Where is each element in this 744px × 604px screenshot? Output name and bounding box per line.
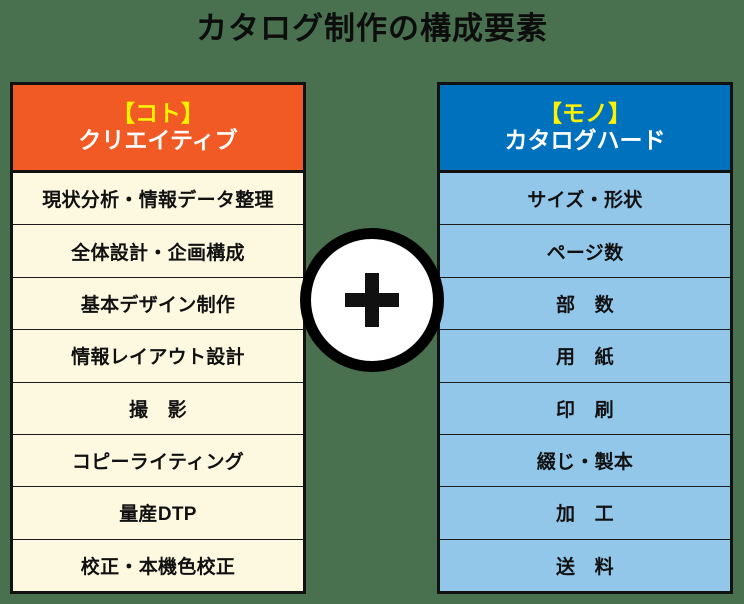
list-item[interactable]: 送 料 xyxy=(556,556,614,578)
list-item[interactable]: コピーライティング xyxy=(13,435,303,488)
page-title: カタログ制作の構成要素 xyxy=(196,11,548,46)
column-koto-tag: 【コト】 xyxy=(112,100,204,127)
list-item[interactable]: 全体設計・企画構成 xyxy=(13,225,303,278)
list-item[interactable]: 校正・本機色校正 xyxy=(80,556,236,578)
column-mono: 【モノ】 カタログハード サイズ・形状 ページ数 部 数 用 紙 印 刷 綴じ・… xyxy=(437,82,733,594)
list-item[interactable]: 情報レイアウト設計 xyxy=(13,330,303,383)
column-mono-rows: サイズ・形状 ページ数 部 数 用 紙 印 刷 綴じ・製本 加 工 送 料 xyxy=(440,173,730,591)
column-mono-tag: 【モノ】 xyxy=(539,100,631,127)
plus-badge xyxy=(300,228,444,372)
list-item[interactable]: 用 紙 xyxy=(440,330,730,383)
list-item[interactable]: 現状分析・情報データ整理 xyxy=(13,173,303,226)
column-koto-title: クリエイティブ xyxy=(78,127,238,153)
column-koto: 【コト】 クリエイティブ 現状分析・情報データ整理 全体設計・企画構成 基本デザ… xyxy=(10,82,306,594)
list-item[interactable]: 部 数 xyxy=(440,278,730,331)
column-koto-header: 【コト】 クリエイティブ xyxy=(13,85,303,173)
list-item[interactable]: 撮 影 xyxy=(13,383,303,435)
list-item[interactable]: ページ数 xyxy=(440,225,730,278)
column-koto-rows: 現状分析・情報データ整理 全体設計・企画構成 基本デザイン制作 情報レイアウト設… xyxy=(13,173,303,591)
column-mono-header: 【モノ】 カタログハード xyxy=(440,85,730,173)
plus-icon xyxy=(311,239,433,361)
list-item[interactable]: 量産DTP xyxy=(13,487,303,540)
list-item[interactable]: サイズ・形状 xyxy=(440,173,730,226)
column-mono-title: カタログハード xyxy=(504,127,666,153)
list-item[interactable]: 綴じ・製本 xyxy=(440,435,730,488)
list-item[interactable]: 加 工 xyxy=(440,487,730,540)
list-item[interactable]: 印 刷 xyxy=(440,383,730,435)
list-item[interactable]: 基本デザイン制作 xyxy=(13,278,303,331)
